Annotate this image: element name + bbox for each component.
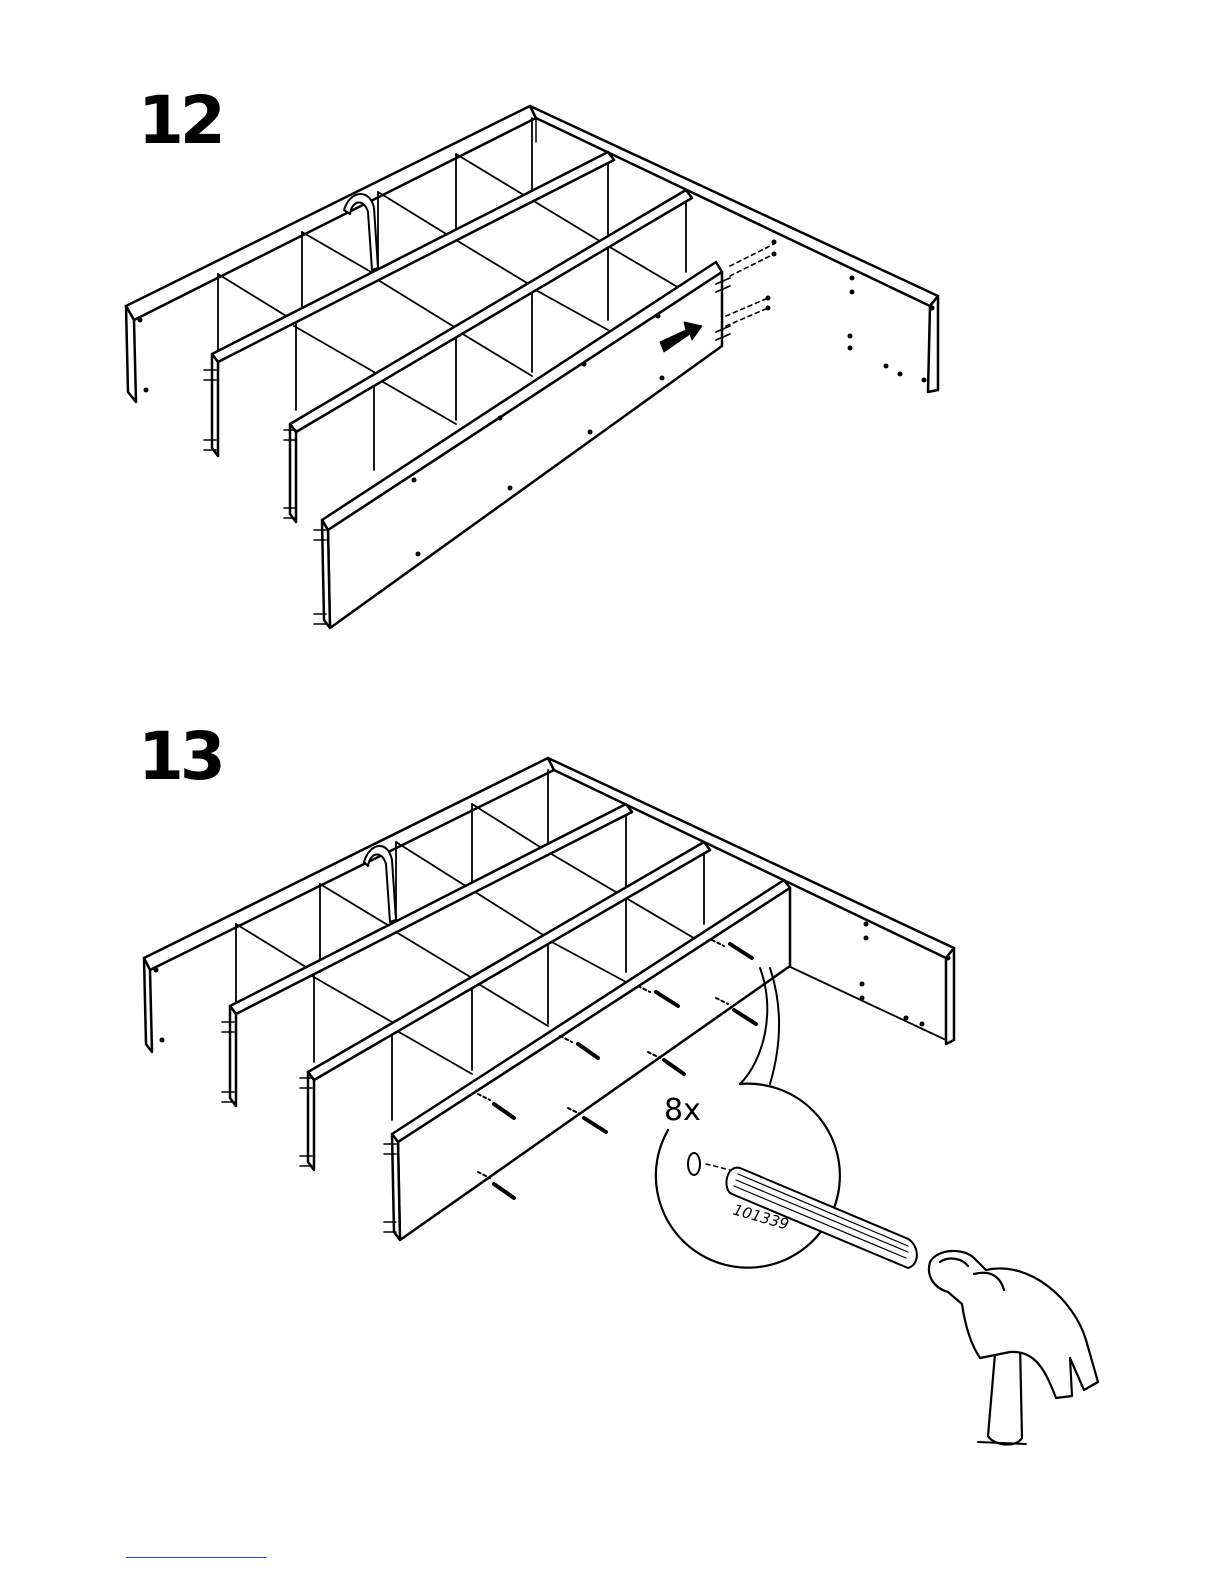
dowel-quantity: 8x: [664, 1093, 701, 1128]
dowel-hole: [688, 1153, 700, 1175]
hammer-icon: [929, 1251, 1098, 1445]
back-panel: [144, 758, 554, 1052]
step-13-illustration: 8x 101339: [144, 758, 1098, 1445]
footer-rule: [126, 1557, 267, 1558]
step-12-illustration: [126, 106, 938, 628]
back-panel: [126, 106, 536, 402]
front-panel: [322, 262, 722, 628]
